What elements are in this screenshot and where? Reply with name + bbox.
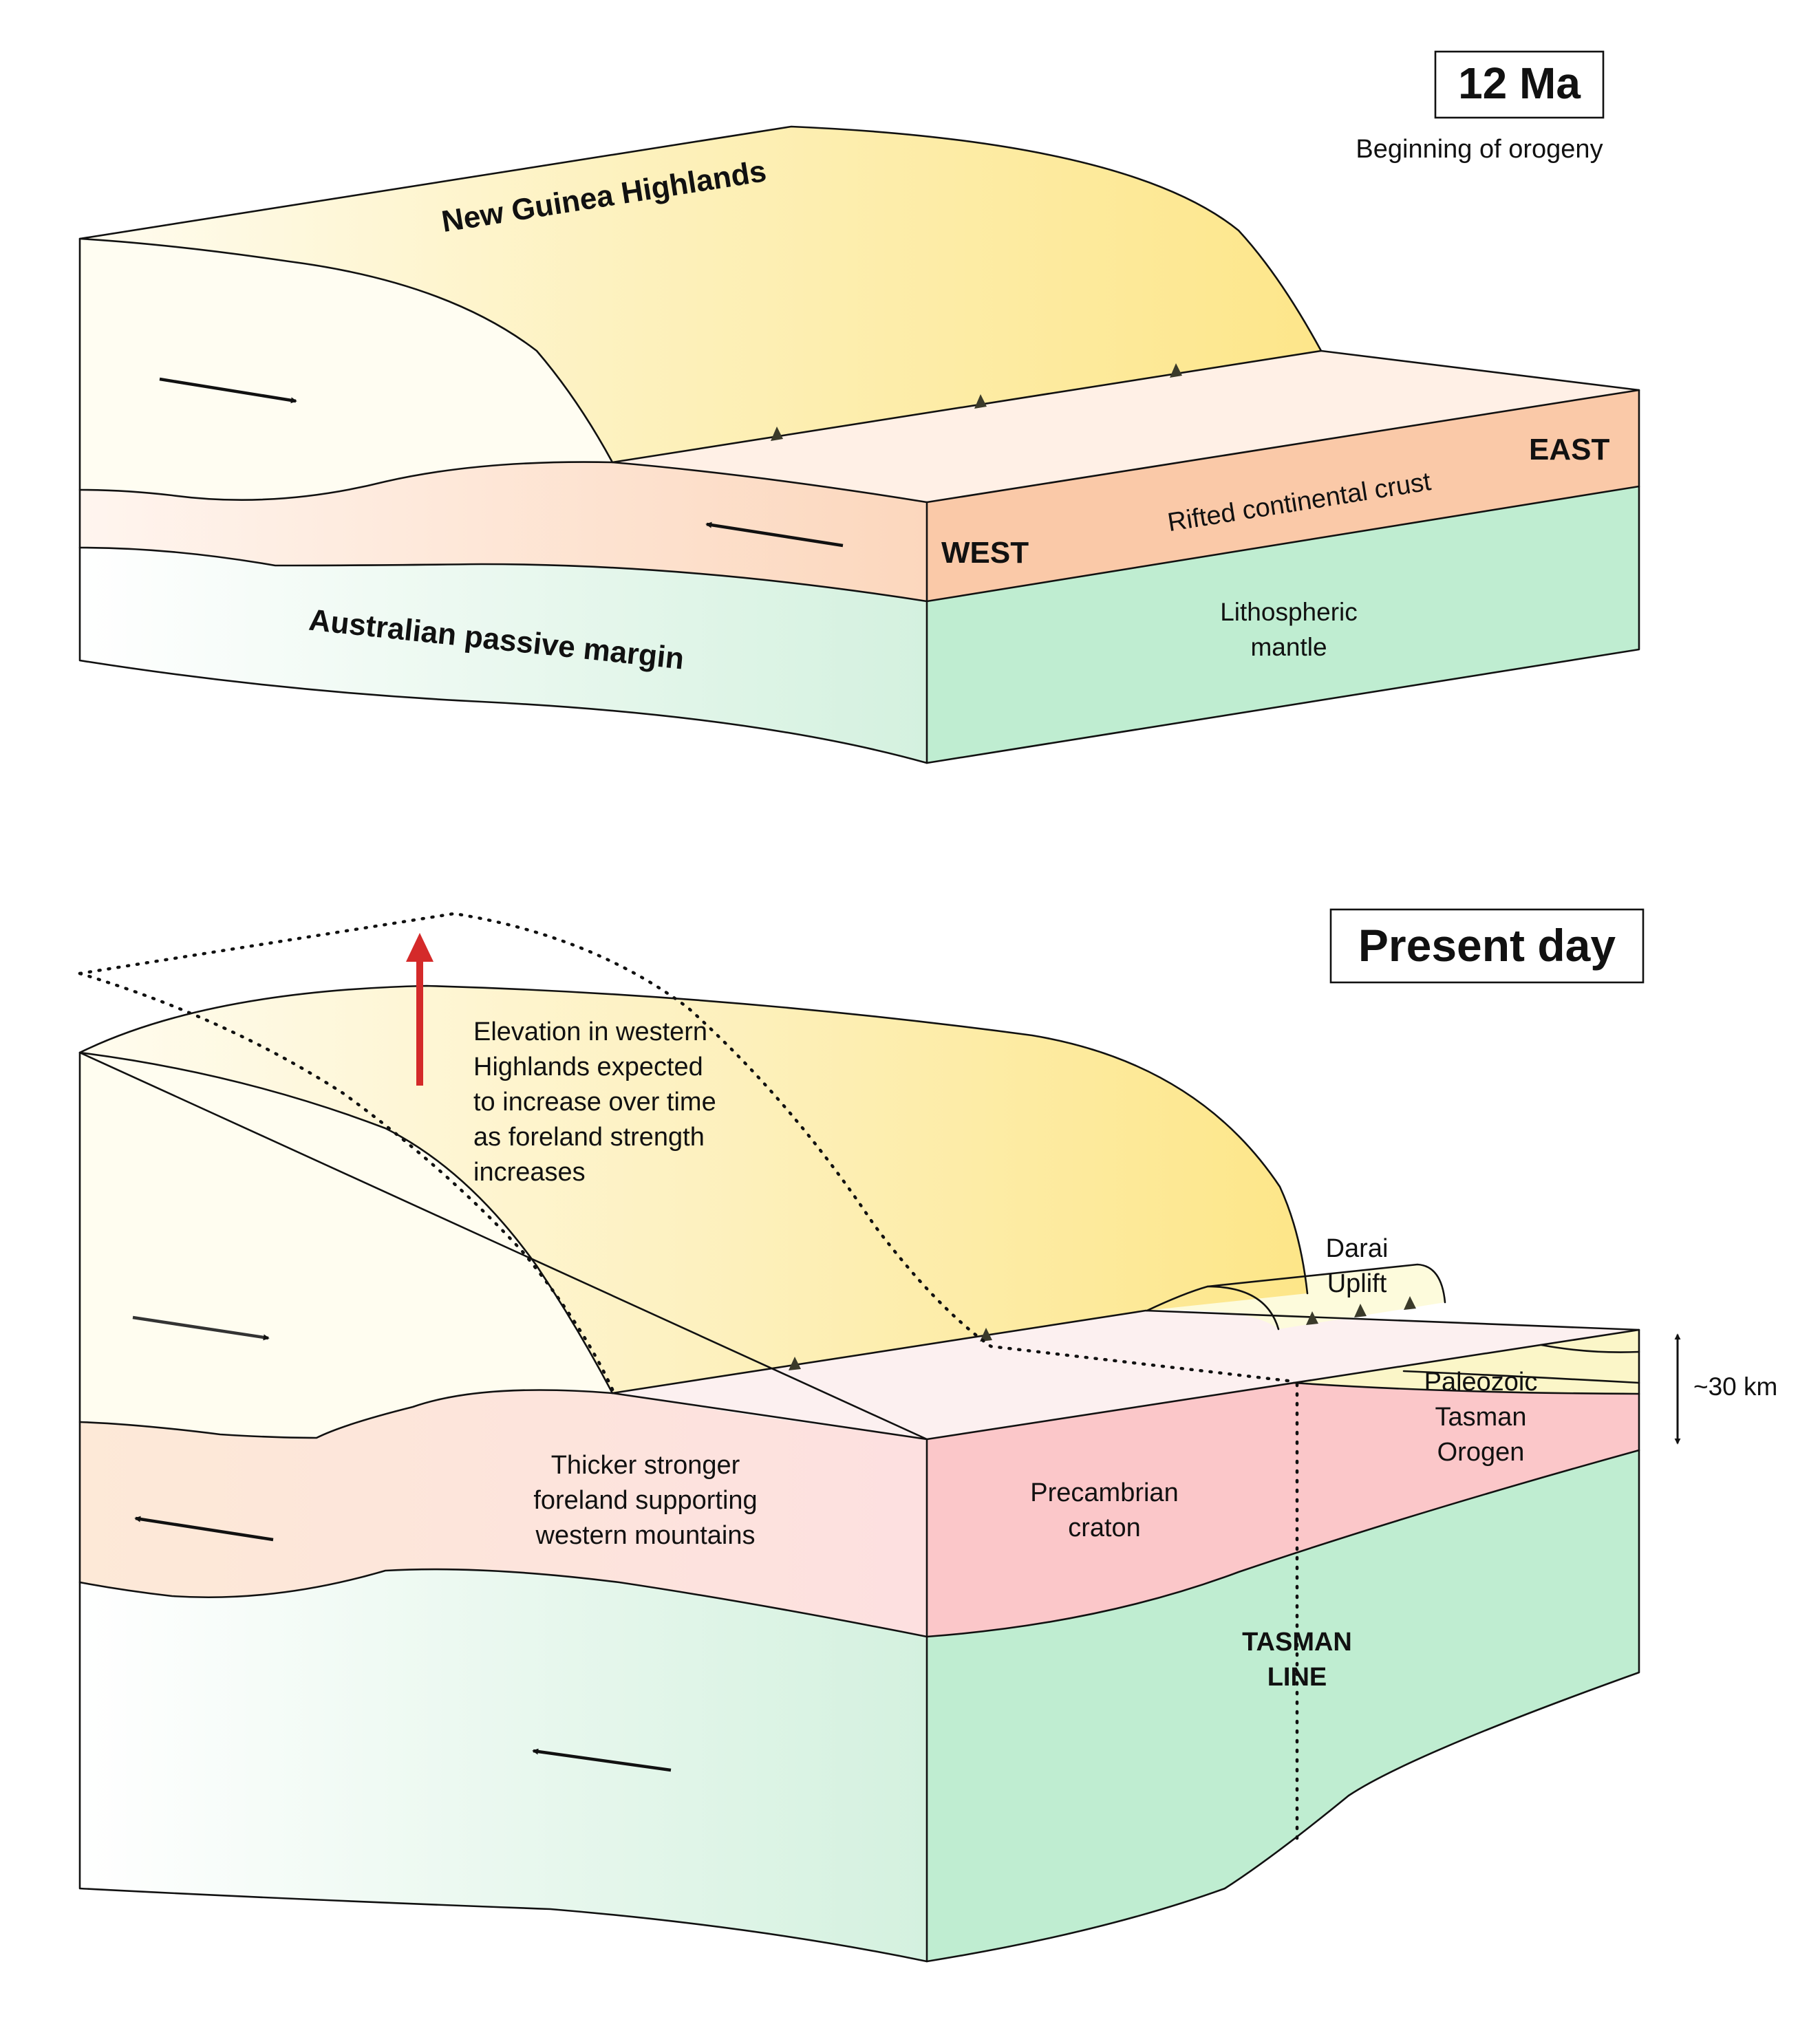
orogen-label: Orogen xyxy=(1437,1438,1525,1467)
tasman-line-label: LINE xyxy=(1267,1663,1327,1692)
mantle-west-face xyxy=(80,1569,927,1961)
foreland-note: Thicker stronger foreland supporting wes… xyxy=(533,1451,757,1550)
thrust-tooth xyxy=(789,1357,801,1370)
elevation-note-line: Highlands expected xyxy=(473,1053,703,1081)
scale-label: ~30 km xyxy=(1693,1372,1777,1401)
thrust-tooth xyxy=(1306,1311,1318,1325)
west-label: WEST xyxy=(941,536,1029,570)
craton-front-face xyxy=(927,1383,1639,1637)
time-label: 12 Ma xyxy=(1458,58,1581,108)
elevation-note-line: increases xyxy=(473,1158,586,1187)
thrust-teeth xyxy=(789,1296,1416,1370)
thrust-tooth xyxy=(980,1328,992,1342)
time-label-box xyxy=(1329,908,1645,984)
elevation-note: Elevation in western Highlands expected … xyxy=(473,1018,716,1187)
panel-present-day: ~30 km Present day Elevation in western … xyxy=(78,908,1777,1963)
thrust-tooth xyxy=(771,427,783,441)
elevation-note-line: Elevation in western xyxy=(473,1018,707,1046)
plate-motion-arrow xyxy=(532,1748,672,1772)
orogen-label: Paleozoic xyxy=(1424,1368,1538,1397)
panel-12ma: 12 Ma Beginning of orogeny New Guinea Hi… xyxy=(78,50,1640,764)
craton-label: craton xyxy=(1068,1514,1141,1542)
time-label: Present day xyxy=(1358,920,1616,971)
mantle-label-line1: Lithospheric xyxy=(1220,598,1358,626)
plate-motion-arrow xyxy=(134,1516,274,1542)
orogen-label: Tasman xyxy=(1435,1403,1526,1432)
flat-top-surface xyxy=(612,351,1639,502)
time-label-box xyxy=(1434,50,1605,119)
highlands-surface xyxy=(80,986,1307,1393)
elevation-note-line: as foreland strength xyxy=(473,1123,705,1152)
mantle-west-face xyxy=(80,548,927,763)
mantle-front-face xyxy=(927,1450,1639,1961)
thrust-tooth xyxy=(1354,1304,1367,1317)
foreland-note-line: Thicker stronger xyxy=(551,1451,740,1480)
thrust-tooth xyxy=(1170,363,1182,378)
plate-motion-arrow xyxy=(159,377,297,404)
tasman-line-label: TASMAN xyxy=(1242,1628,1352,1657)
foreland-note-line: foreland supporting xyxy=(533,1486,757,1515)
highlands-west-face xyxy=(80,1053,612,1438)
foreland-west-face xyxy=(80,1390,927,1637)
highlands-surface xyxy=(80,127,1321,462)
plate-motion-arrow xyxy=(132,1315,270,1341)
elevation-note-line: to increase over time xyxy=(473,1088,716,1117)
future-profile-west xyxy=(78,971,616,1395)
thrust-teeth xyxy=(771,363,1182,441)
darai-uplift-block xyxy=(1147,1264,1445,1329)
foreland-note-line: western mountains xyxy=(535,1521,756,1550)
darai-uplift-label: Darai xyxy=(1326,1234,1389,1263)
thrust-tooth xyxy=(1404,1296,1416,1310)
darai-uplift-label: Uplift xyxy=(1327,1269,1387,1298)
plate-motion-arrow xyxy=(705,521,844,548)
east-label: EAST xyxy=(1529,433,1609,466)
mantle-front-face xyxy=(927,486,1639,763)
crust-front-face xyxy=(927,390,1639,601)
highlands-west-face xyxy=(80,239,612,500)
thrust-tooth xyxy=(974,394,987,409)
craton-label: Precambrian xyxy=(1030,1478,1178,1507)
mantle-label-line2: mantle xyxy=(1250,633,1327,661)
elevation-arrowhead xyxy=(406,933,433,962)
crust-west-face xyxy=(80,462,927,601)
orogeny-caption: Beginning of orogeny xyxy=(1356,135,1603,164)
future-elevation-profile xyxy=(78,912,1296,1383)
flat-top-surface xyxy=(612,1311,1639,1439)
